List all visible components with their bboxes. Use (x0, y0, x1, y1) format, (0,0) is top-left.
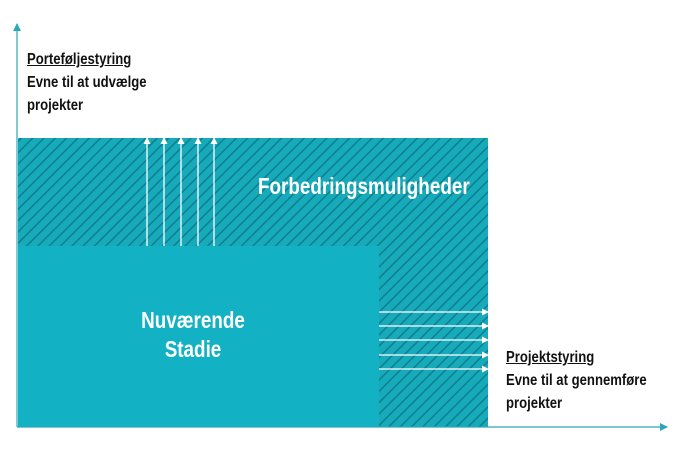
current-state-line1: Nuværende (141, 307, 245, 333)
x-axis-subtitle-line1: Evne til at gennemføre (506, 372, 647, 389)
current-state-label: Nuværende Stadie (132, 306, 255, 364)
improvement-label: Forbedringsmuligheder (258, 173, 470, 199)
x-axis-subtitle-line2: projekter (506, 395, 563, 412)
y-axis-subtitle-line1: Evne til at udvælge (27, 74, 147, 91)
x-axis-title: Projektstyring (506, 349, 595, 366)
current-state-region (18, 246, 379, 427)
upward-arrows (143, 137, 218, 246)
y-axis-title: Porteføljestyring (27, 51, 132, 68)
x-axis-label: Projektstyring Evne til at gennemføre pr… (506, 346, 647, 415)
y-axis-label: Porteføljestyring Evne til at udvælge pr… (27, 48, 147, 117)
current-state-line2: Stadie (164, 336, 222, 362)
y-axis-subtitle-line2: projekter (27, 97, 84, 114)
right-arrows (379, 308, 489, 373)
